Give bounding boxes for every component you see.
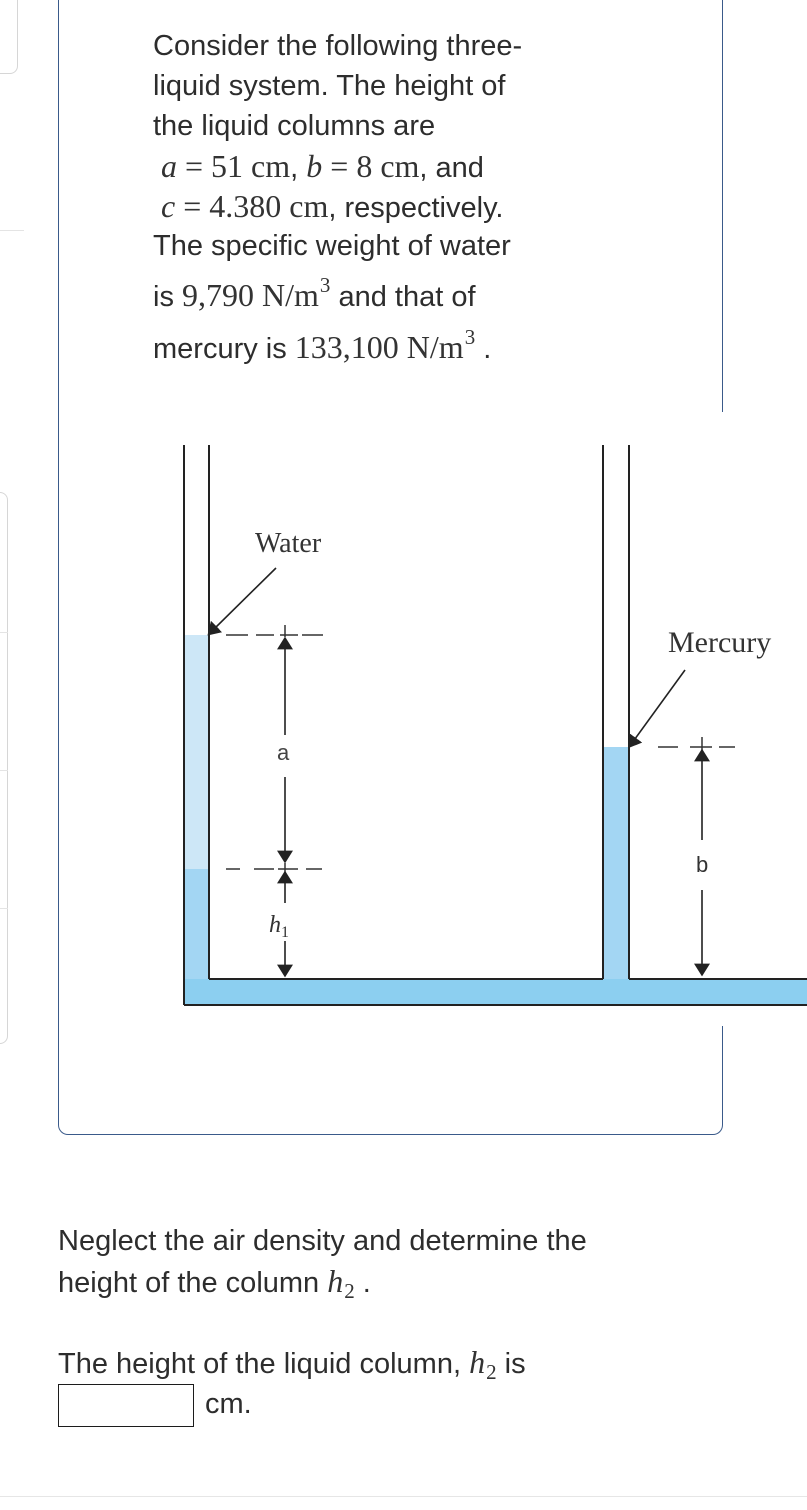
dimension-arrows	[207, 567, 710, 978]
mercury-label: Mercury	[668, 626, 771, 659]
problem-line: Consider the following three-	[153, 30, 523, 62]
and-text: , and	[419, 152, 484, 184]
problem-line-mercury: mercury is 133,100 N/m3 .	[153, 325, 492, 365]
math-c: c = 4.380 cm	[161, 188, 329, 224]
label-a: a	[277, 740, 290, 765]
bottom-divider	[0, 1496, 807, 1497]
math-a: a = 51 cm	[161, 148, 291, 184]
mercury-leader-line	[628, 669, 686, 749]
answer-input[interactable]	[58, 1384, 194, 1427]
edge-divider	[0, 230, 24, 231]
edge-divider	[0, 632, 8, 633]
question-line: Neglect the air density and determine th…	[58, 1225, 587, 1257]
answer-prompt: The height of the liquid column, h2 is	[58, 1344, 526, 1384]
respectively-text: , respectively.	[328, 192, 504, 224]
tick-marks	[284, 625, 703, 877]
edge-fragment-middle	[0, 492, 8, 1044]
problem-line: The specific weight of water	[153, 230, 511, 262]
problem-line-water: is 9,790 N/m3 and that of	[153, 273, 476, 313]
water-leader-line	[207, 567, 277, 636]
label-b: b	[696, 852, 708, 877]
question-line-h2: height of the column h2 .	[58, 1263, 371, 1303]
mercury-specific-weight: 133,100 N/m3	[294, 325, 476, 365]
problem-statement: Consider the following three- liquid sys…	[153, 26, 623, 370]
edge-divider	[0, 908, 8, 909]
water-specific-weight: 9,790 N/m3	[182, 273, 331, 313]
comma: ,	[290, 152, 299, 184]
mercury-column-right	[603, 747, 629, 979]
water-column	[185, 635, 209, 869]
manometer-diagram: Water Mercury a b h1	[183, 445, 807, 1006]
problem-line: liquid system. The height of	[153, 70, 506, 102]
connecting-pipe	[185, 979, 807, 1005]
vessel-walls	[183, 445, 807, 1006]
manometer-figure: Water Mercury a b h1	[170, 425, 807, 1010]
math-h2: h2	[469, 1344, 497, 1384]
label-h1: h1	[269, 912, 289, 941]
level-lines	[226, 634, 735, 870]
unit-label: cm.	[205, 1388, 252, 1420]
math-b: b = 8 cm	[306, 148, 420, 184]
problem-line-c: c = 4.380 cm, respectively.	[153, 186, 623, 226]
edge-fragment-top	[0, 0, 18, 74]
water-label: Water	[255, 528, 322, 559]
mercury-column-left	[185, 869, 209, 979]
question-text: Neglect the air density and determine th…	[58, 1221, 778, 1305]
math-h2: h2	[327, 1263, 355, 1303]
edge-divider	[0, 770, 8, 771]
card-border-gap	[721, 412, 727, 1026]
problem-line: the liquid columns are	[153, 110, 436, 142]
problem-line-a-b: a = 51 cm, b = 8 cm, and	[153, 146, 623, 186]
